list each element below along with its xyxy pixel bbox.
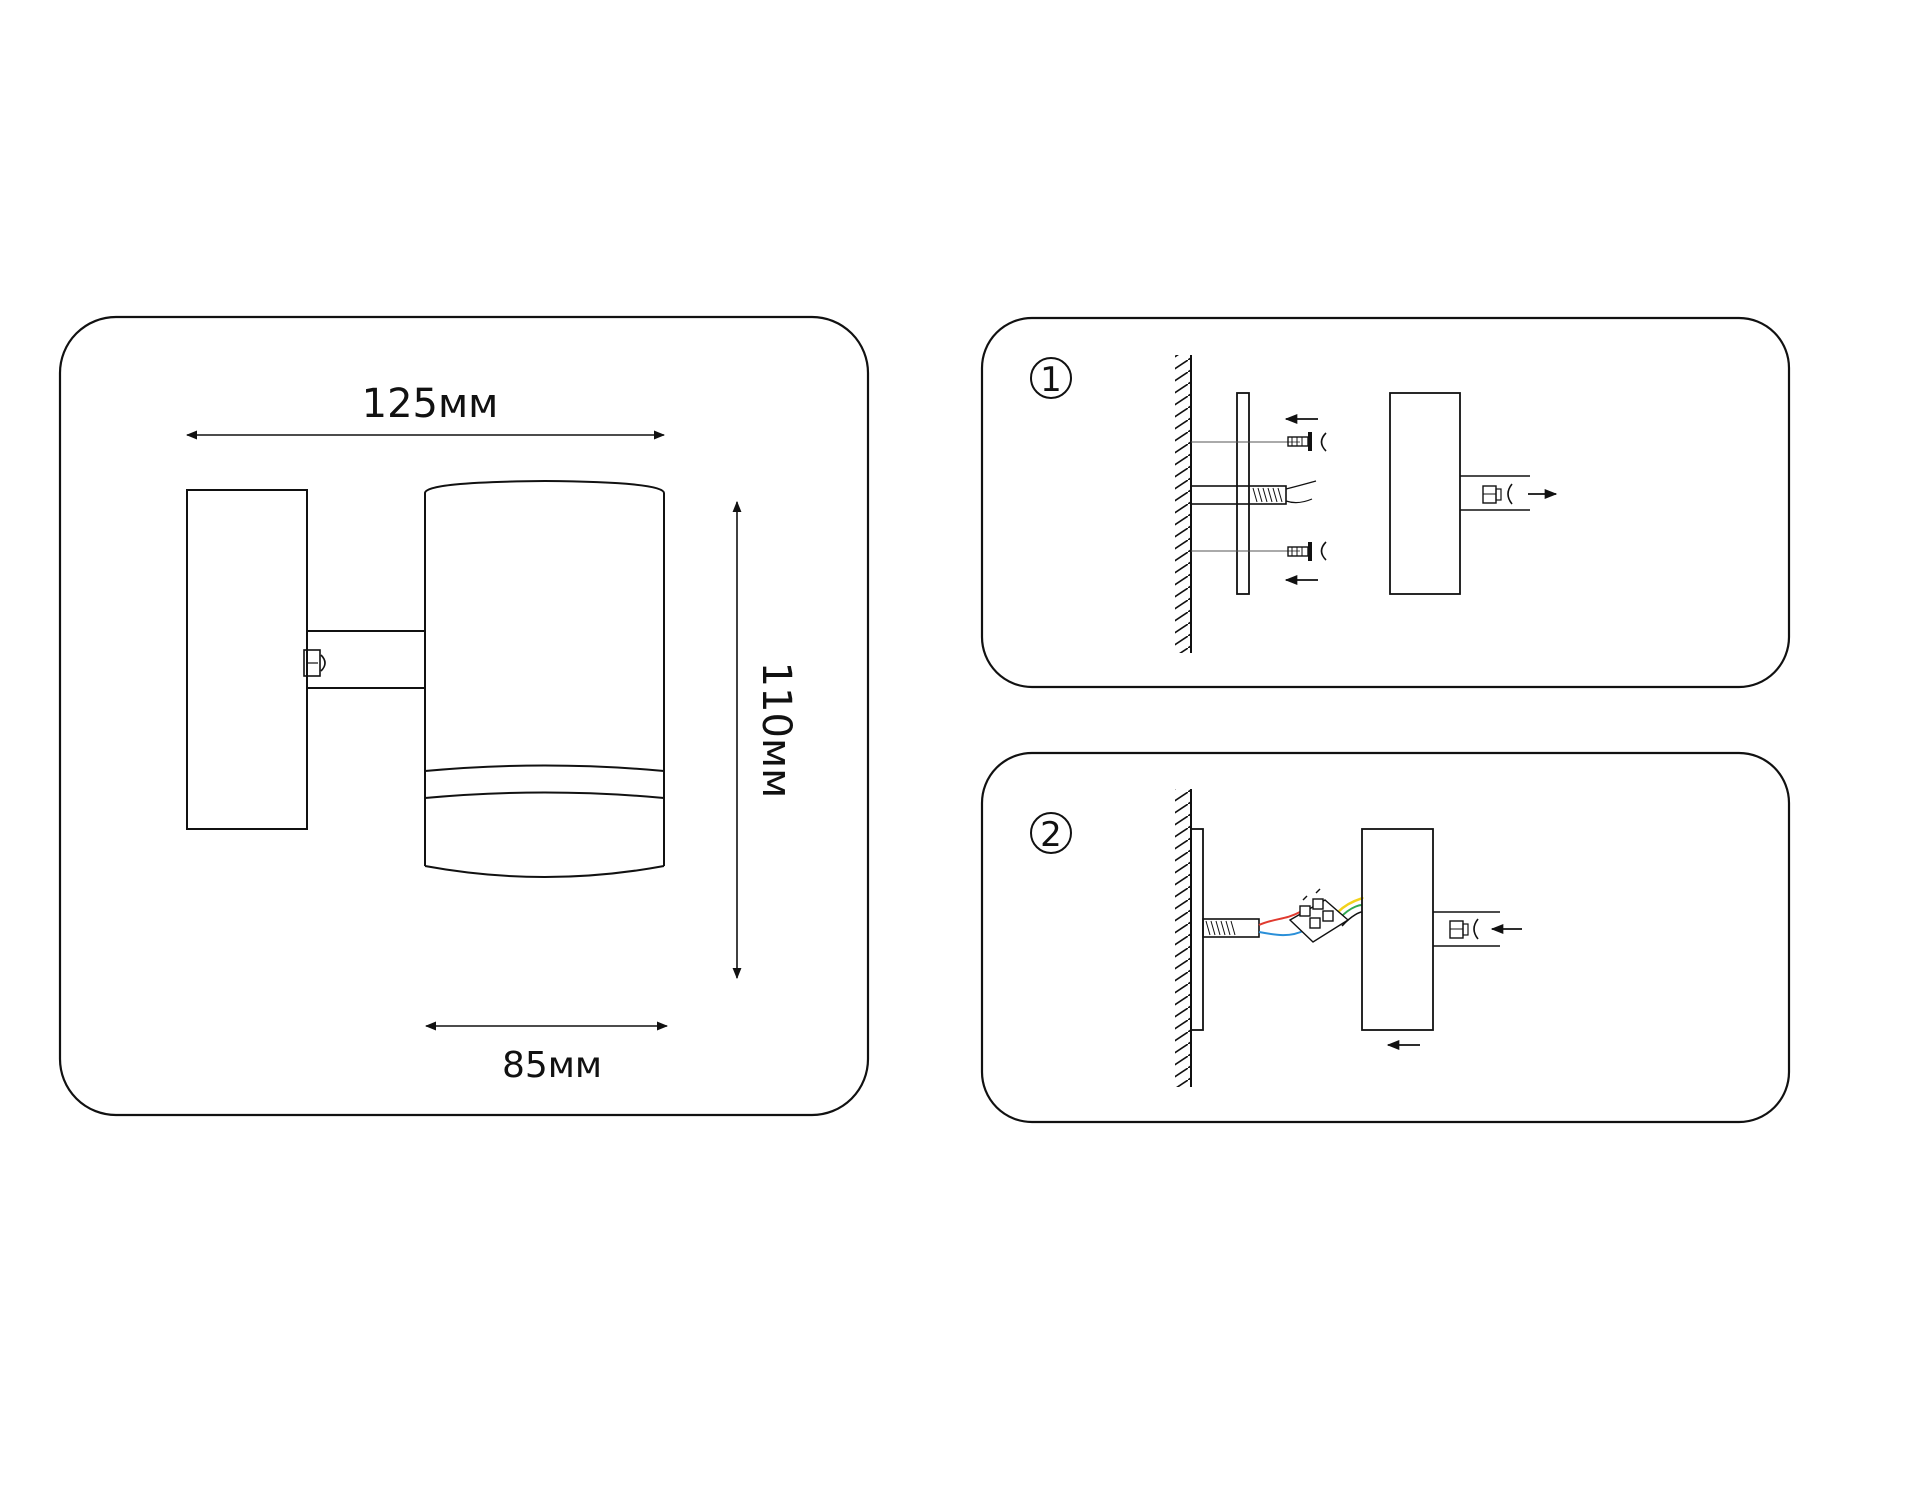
threaded-tube bbox=[1202, 918, 1260, 938]
lamp-cylinder bbox=[424, 479, 665, 878]
terminal-block-icon bbox=[1288, 888, 1350, 943]
diameter-label: 85мм bbox=[502, 1045, 602, 1086]
step-1-badge bbox=[1030, 357, 1072, 399]
step-2-number: 2 bbox=[1040, 815, 1062, 855]
mounting-bracket bbox=[1236, 392, 1250, 595]
threaded-tube bbox=[1190, 485, 1287, 505]
step-2-badge bbox=[1030, 812, 1072, 854]
screw-icon bbox=[1287, 541, 1327, 561]
step-2-panel: 2 bbox=[980, 751, 1791, 1124]
wall-plate bbox=[186, 489, 308, 830]
height-label: 110мм bbox=[753, 662, 799, 799]
wall-hatching bbox=[1175, 789, 1191, 1087]
screw-icon bbox=[1287, 432, 1327, 452]
lamp-base bbox=[1389, 392, 1461, 595]
step-1-panel: 1 bbox=[980, 316, 1791, 689]
mounting-bracket bbox=[1190, 828, 1204, 1031]
width-label: 125мм bbox=[362, 381, 499, 427]
wire-red bbox=[1258, 911, 1301, 926]
supply-wire bbox=[1285, 480, 1317, 504]
wire-blue bbox=[1258, 929, 1306, 937]
lamp-base bbox=[1361, 828, 1434, 1031]
dimensions-panel: 125мм 110мм 85мм bbox=[58, 315, 870, 1117]
step-1-number: 1 bbox=[1040, 360, 1062, 400]
mount-nut bbox=[303, 649, 321, 677]
wall-hatching bbox=[1175, 355, 1191, 653]
